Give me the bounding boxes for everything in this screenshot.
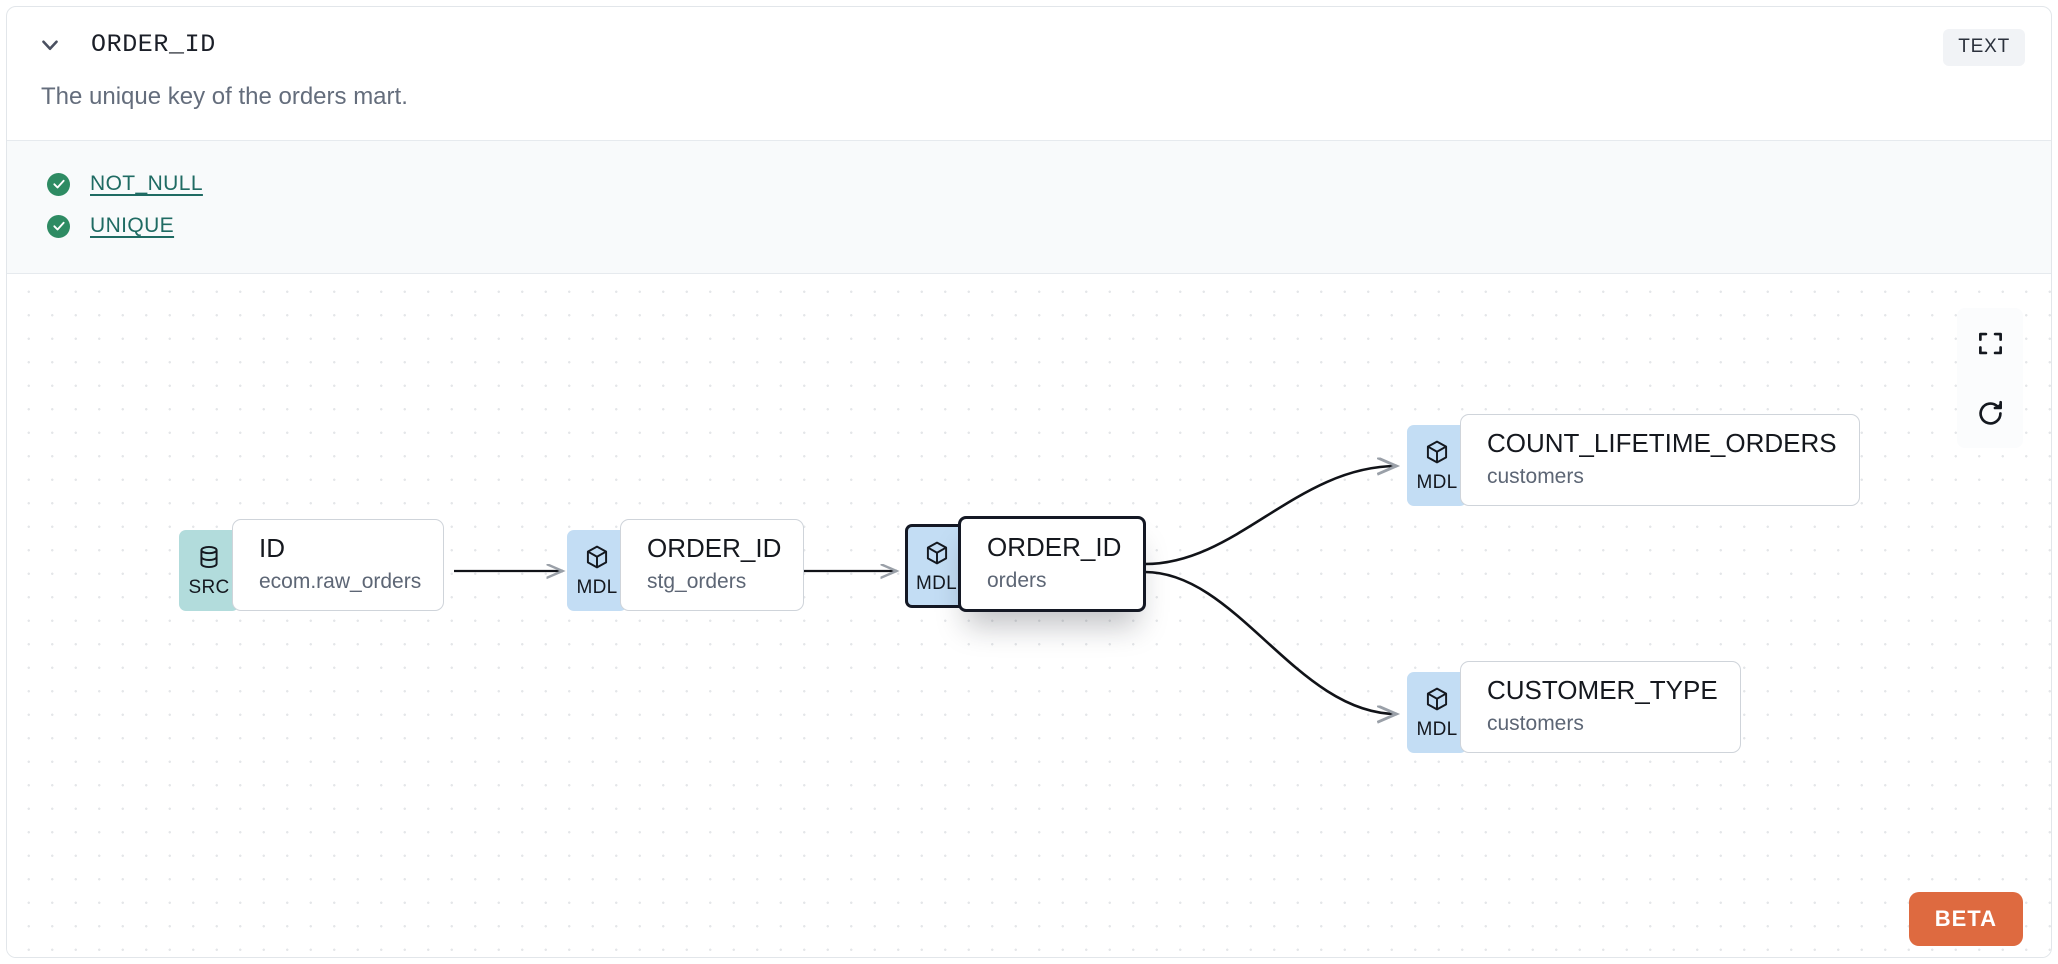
node-badge-mdl: MDL — [905, 524, 965, 609]
lineage-node-count-lifetime-orders[interactable]: MDL COUNT_LIFETIME_ORDERS customers — [1407, 414, 1860, 507]
node-subtitle: ecom.raw_orders — [259, 570, 422, 594]
node-subtitle: stg_orders — [647, 570, 747, 594]
card-header: ORDER_ID TEXT — [7, 7, 2051, 82]
node-body[interactable]: ID ecom.raw_orders — [232, 519, 445, 612]
lineage-node-stg-orders[interactable]: MDL ORDER_ID stg_orders — [567, 519, 805, 612]
page-title: ORDER_ID — [91, 30, 216, 59]
cube-icon — [924, 540, 950, 571]
node-badge-src: SRC — [179, 530, 239, 612]
lineage-canvas[interactable]: SRC ID ecom.raw_orders MDL ORDER_ID stg_… — [7, 274, 2051, 958]
node-badge-label: MDL — [576, 577, 618, 599]
node-badge-label: SRC — [188, 577, 230, 599]
node-name: ID — [259, 533, 285, 563]
node-badge-label: MDL — [1416, 719, 1458, 741]
database-icon — [196, 544, 222, 575]
node-badge-label: MDL — [915, 572, 957, 594]
node-body[interactable]: COUNT_LIFETIME_ORDERS customers — [1460, 414, 1860, 507]
refresh-icon[interactable] — [1957, 378, 2023, 448]
lineage-node-raw-orders[interactable]: SRC ID ecom.raw_orders — [179, 519, 445, 612]
canvas-controls — [1957, 308, 2023, 448]
node-name: CUSTOMER_TYPE — [1487, 675, 1718, 705]
node-body[interactable]: ORDER_ID stg_orders — [620, 519, 805, 612]
node-subtitle: customers — [1487, 465, 1584, 489]
chevron-down-icon[interactable] — [33, 28, 67, 62]
node-body[interactable]: CUSTOMER_TYPE customers — [1460, 661, 1741, 754]
beta-badge[interactable]: BETA — [1908, 892, 2023, 946]
check-circle-icon — [47, 214, 70, 238]
cube-icon — [584, 544, 610, 575]
fullscreen-icon[interactable] — [1957, 308, 2023, 378]
node-badge-mdl: MDL — [567, 530, 627, 612]
column-description: The unique key of the orders mart. — [41, 83, 408, 110]
test-row: UNIQUE — [7, 205, 2051, 247]
node-subtitle: orders — [987, 569, 1047, 593]
cube-icon — [1424, 686, 1450, 717]
cube-icon — [1424, 439, 1450, 470]
column-detail-card: ORDER_ID TEXT The unique key of the orde… — [6, 6, 2052, 958]
type-badge: TEXT — [1943, 29, 2025, 66]
node-name: COUNT_LIFETIME_ORDERS — [1487, 428, 1837, 458]
node-badge-label: MDL — [1416, 472, 1458, 494]
node-badge-mdl: MDL — [1407, 425, 1467, 507]
test-row: NOT_NULL — [7, 163, 2051, 205]
node-badge-mdl: MDL — [1407, 672, 1467, 754]
node-subtitle: customers — [1487, 712, 1584, 736]
lineage-edges — [454, 274, 2051, 958]
node-name: ORDER_ID — [647, 533, 782, 563]
node-body[interactable]: ORDER_ID orders — [958, 516, 1147, 613]
test-link-not-null[interactable]: NOT_NULL — [90, 172, 203, 195]
tests-section: NOT_NULL UNIQUE — [7, 140, 2051, 274]
node-name: ORDER_ID — [987, 532, 1122, 562]
lineage-node-customer-type[interactable]: MDL CUSTOMER_TYPE customers — [1407, 661, 1741, 754]
test-link-unique[interactable]: UNIQUE — [90, 214, 175, 237]
lineage-node-orders-selected[interactable]: MDL ORDER_ID orders — [905, 516, 1147, 613]
check-circle-icon — [47, 172, 70, 196]
